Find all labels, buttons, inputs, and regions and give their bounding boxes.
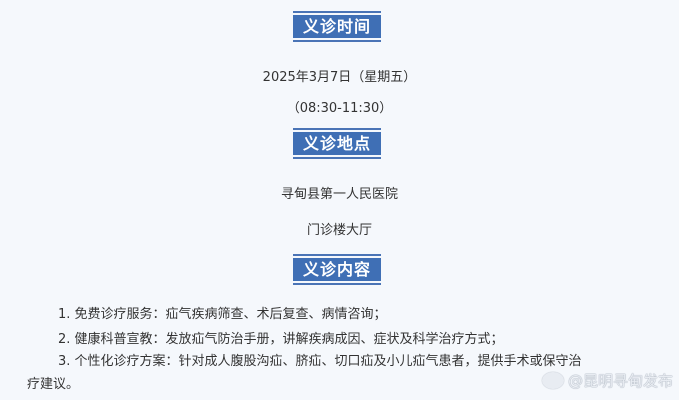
section-heading-content: 义诊内容 [293, 254, 381, 285]
location-detail: 门诊楼大厅 [306, 223, 372, 238]
content-item-1: 1. 免费诊疗服务：疝气疾病筛查、术后复查、病情咨询； [58, 307, 387, 322]
date-text: 2025年3月7日（星期五） [262, 70, 417, 85]
content-item-3-continued: 疗建议。 [27, 377, 80, 392]
section-heading-time: 义诊时间 [293, 11, 381, 42]
section-heading-location: 义诊地点 [293, 128, 381, 159]
heading-label: 义诊时间 [293, 15, 381, 38]
hospital-name: 寻甸县第一人民医院 [280, 187, 398, 202]
content-item-3: 3. 个性化诊疗方案：针对成人腹股沟疝、脐疝、切口疝及小儿疝气患者，提供手术或保… [58, 354, 582, 369]
watermark: @昆明寻甸发布 [541, 370, 673, 391]
time-range-text: （08:30-11:30） [286, 101, 393, 116]
weibo-logo-icon [541, 372, 564, 389]
heading-label: 义诊内容 [293, 258, 381, 281]
watermark-text: @昆明寻甸发布 [567, 372, 673, 390]
content-item-2: 2. 健康科普宣教：发放疝气防治手册，讲解疾病成因、症状及科学治疗方式； [58, 332, 504, 347]
heading-label: 义诊地点 [293, 132, 381, 155]
